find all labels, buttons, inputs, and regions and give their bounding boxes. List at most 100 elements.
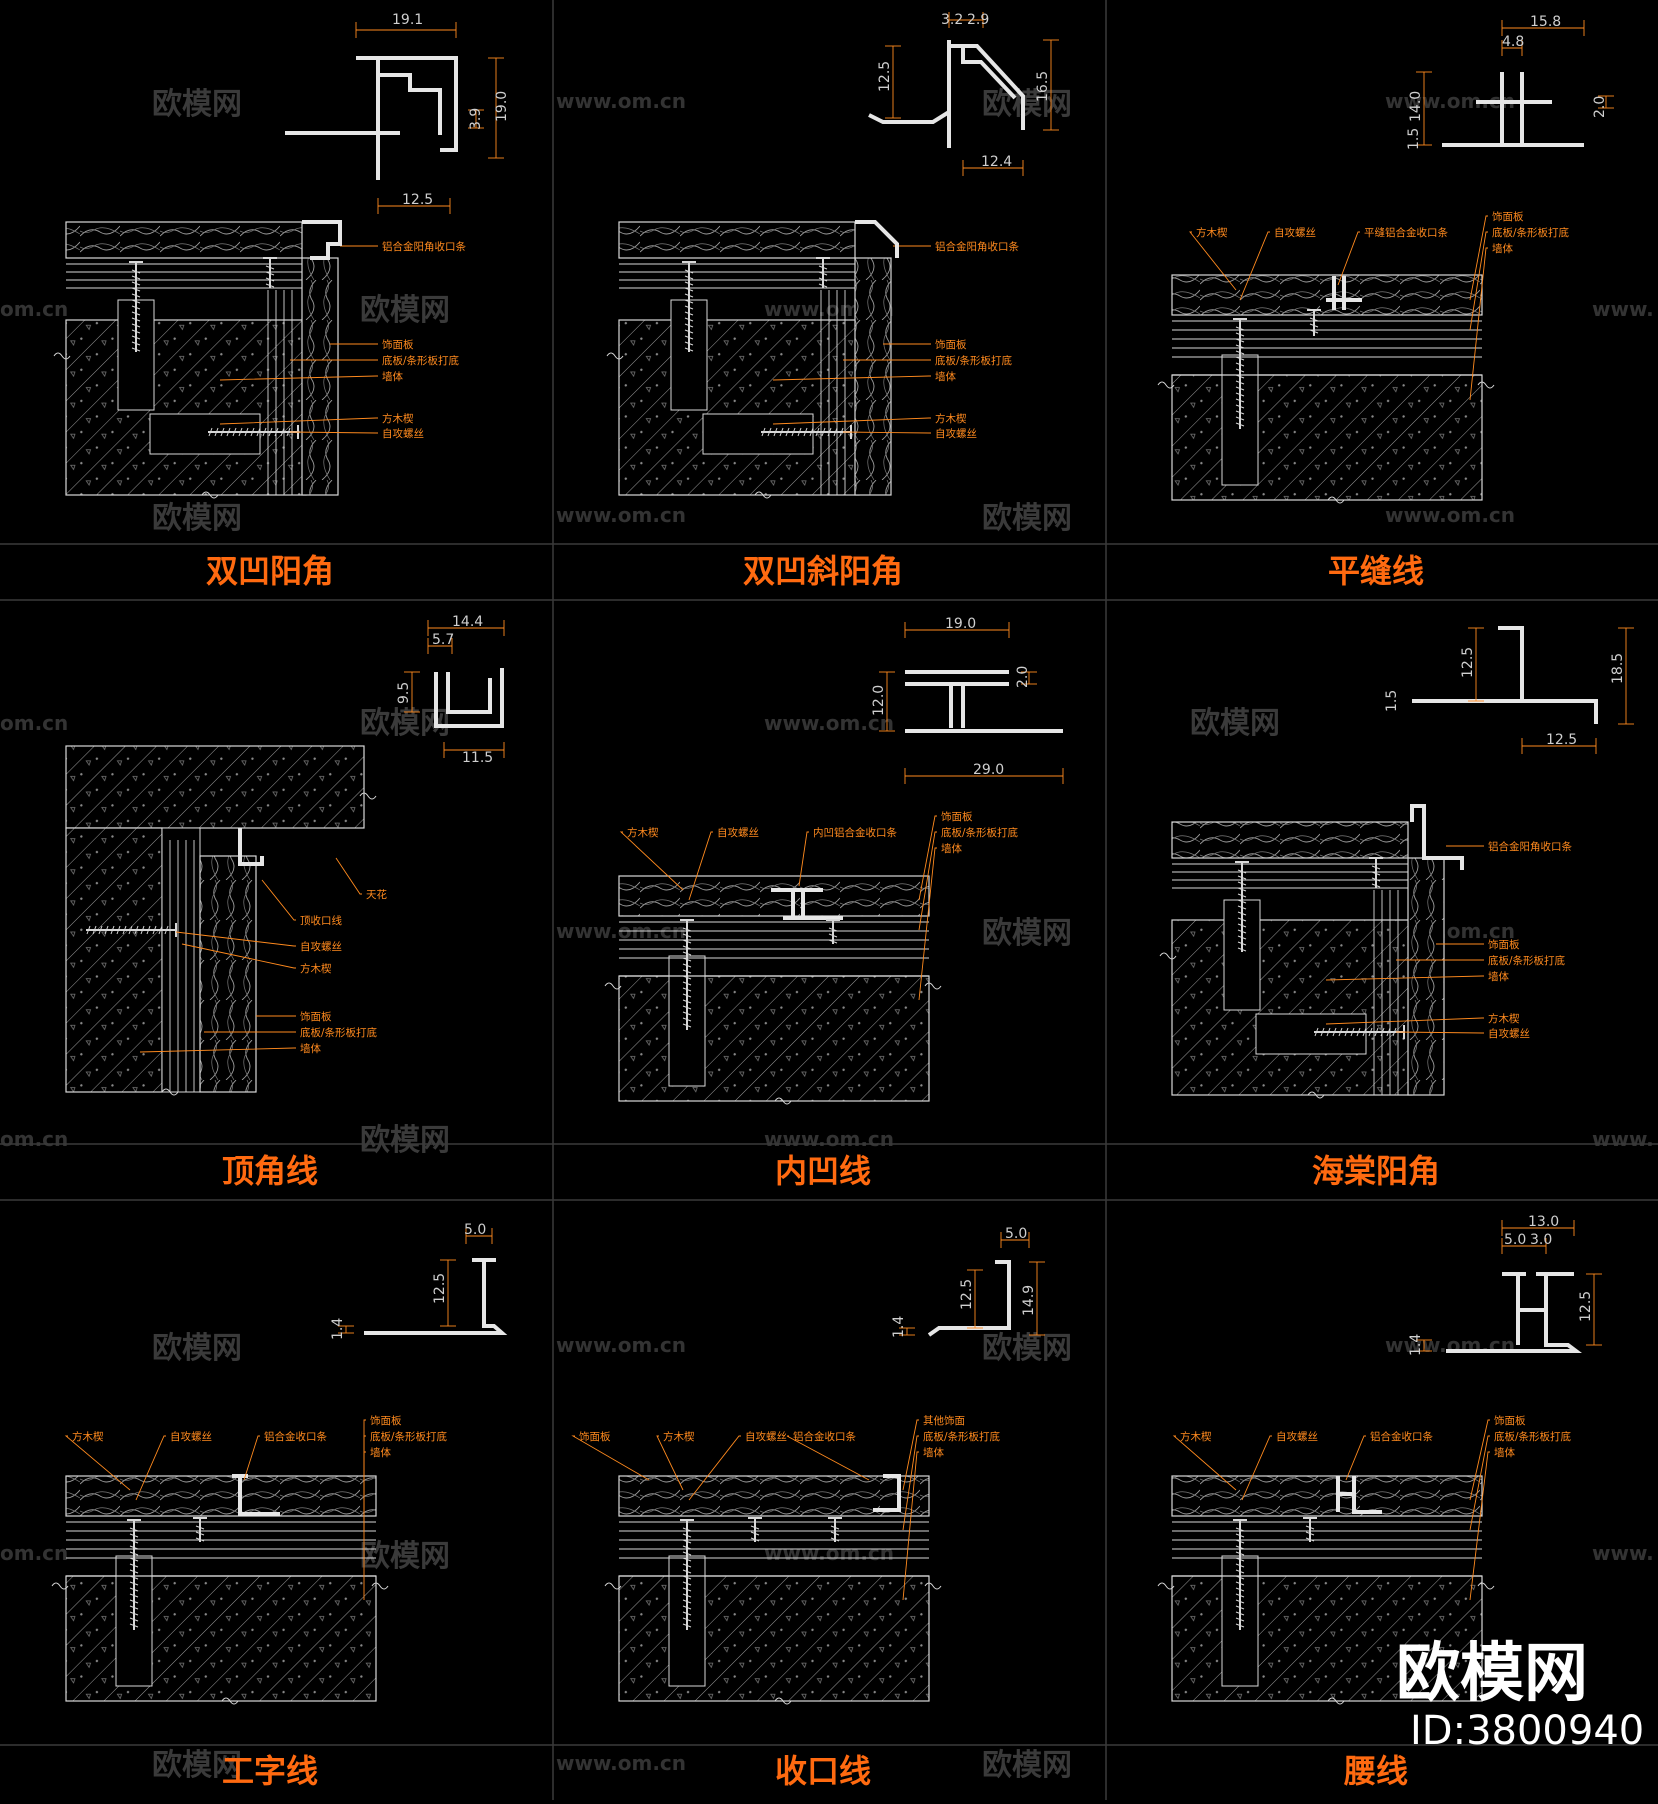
detail-panel: 19.012.02.029.0方木楔自攻螺丝内凹铝合金收口条饰面板底板/条形板打… xyxy=(604,616,1064,1190)
callout-leader xyxy=(571,1435,650,1481)
watermark-url: om.cn xyxy=(0,297,68,321)
screw-thread xyxy=(195,1537,205,1542)
screw xyxy=(828,1517,842,1542)
screw-thread xyxy=(1235,416,1245,421)
screw-thread xyxy=(1235,368,1245,373)
dimension-value: 29.0 xyxy=(973,762,1004,778)
callout-leader xyxy=(175,931,296,947)
screw-thread xyxy=(1235,1545,1245,1550)
callout-label: 顶收口线 xyxy=(300,914,342,927)
screw-thread xyxy=(1371,877,1381,882)
screw-thread xyxy=(839,427,844,437)
break-line xyxy=(604,1582,622,1590)
callout-leader xyxy=(1325,1017,1484,1025)
watermark-cn: 欧模网 xyxy=(982,1331,1072,1366)
profile-outline xyxy=(238,828,264,866)
callout-leader xyxy=(64,1435,131,1491)
callout-label: 底板/条形板打底 xyxy=(1492,226,1570,239)
screw-thread xyxy=(1235,1605,1245,1610)
screw-thread xyxy=(1235,344,1245,349)
screw-thread xyxy=(265,283,275,288)
screw-thread xyxy=(761,427,766,437)
screw-thread xyxy=(158,925,163,935)
screw-thread xyxy=(195,1525,205,1530)
screw-thread xyxy=(682,1527,692,1532)
screw-thread xyxy=(682,969,692,974)
break-line xyxy=(359,792,377,800)
panel-title: 双凹斜阳角 xyxy=(743,552,903,590)
callout-label: 饰面板 xyxy=(370,1414,402,1427)
screw-thread xyxy=(815,427,820,437)
callout-label: 饰面板 xyxy=(1492,210,1524,223)
wood-panel xyxy=(618,221,856,259)
screw-thread xyxy=(134,925,139,935)
callout-label: 底板/条形板打底 xyxy=(1488,954,1566,967)
wall-hatch xyxy=(1171,374,1483,501)
screw-thread xyxy=(1237,911,1247,916)
screw-thread xyxy=(131,335,141,340)
screw-thread xyxy=(1235,1611,1245,1616)
dimension-value: 1.5 xyxy=(1384,690,1400,712)
profile-outline xyxy=(1442,72,1584,147)
callout-leader xyxy=(619,831,684,891)
screw-thread xyxy=(1314,1027,1319,1037)
screw-thread xyxy=(1309,323,1319,328)
callout-label: 铝合金阳角收口条 xyxy=(1488,840,1572,853)
callout-leader xyxy=(1395,1031,1484,1034)
callout-label: 方木楔 xyxy=(1196,226,1228,239)
screw-thread xyxy=(682,999,692,1004)
screw-thread xyxy=(129,1557,139,1562)
panel-title: 收口线 xyxy=(775,1752,871,1790)
screw-thread xyxy=(1237,923,1247,928)
callout-leader xyxy=(688,831,713,901)
callout-label: 饰面板 xyxy=(1494,1414,1526,1427)
break-line xyxy=(51,1582,69,1590)
callout-label: 方木楔 xyxy=(627,826,659,839)
screw-thread xyxy=(684,275,694,280)
callout-leader xyxy=(918,831,937,931)
callout-leader xyxy=(261,879,296,921)
screw-thread xyxy=(129,1533,139,1538)
screw-thread xyxy=(86,925,91,935)
screw-thread xyxy=(1235,350,1245,355)
callout-leader xyxy=(219,417,378,425)
screw-thread xyxy=(250,427,255,437)
profile-outline xyxy=(1326,276,1362,310)
callout-label: 自攻螺丝 xyxy=(745,1430,787,1443)
screw-thread xyxy=(129,1617,139,1622)
screw xyxy=(127,1519,141,1630)
screw-thread xyxy=(98,925,103,935)
break-line xyxy=(53,352,71,360)
screw-thread xyxy=(684,323,694,328)
profile-outline xyxy=(364,1258,508,1335)
screw xyxy=(680,919,694,1030)
screw-thread xyxy=(828,939,838,944)
screw-thread xyxy=(1320,1027,1325,1037)
break-line xyxy=(1159,952,1177,960)
watermark-cn: 欧模网 xyxy=(982,87,1072,122)
watermark-url: www.om.cn xyxy=(1385,1333,1515,1357)
screw-thread xyxy=(1371,883,1381,888)
screw-thread xyxy=(1237,947,1247,952)
screw-thread xyxy=(1235,1593,1245,1598)
break-line xyxy=(924,1582,942,1590)
callout-label: 饰面板 xyxy=(579,1430,611,1443)
screw-thread xyxy=(131,323,141,328)
break-line xyxy=(1157,1582,1175,1590)
screw-thread xyxy=(1235,326,1245,331)
screw-thread xyxy=(122,925,127,935)
screw-thread xyxy=(682,927,692,932)
break-line xyxy=(606,352,624,360)
callout-leader xyxy=(243,1435,260,1481)
wall-hatch xyxy=(65,745,365,829)
callout-label: 方木楔 xyxy=(1180,1430,1212,1443)
panel-title: 海棠阳角 xyxy=(1312,1152,1440,1190)
screw-thread xyxy=(1237,929,1247,934)
wood-panel xyxy=(1171,1475,1483,1517)
callout-leader xyxy=(1469,1435,1490,1531)
screw-thread xyxy=(129,1527,139,1532)
dimension-value: 5.7 xyxy=(432,632,454,648)
screw-thread xyxy=(1235,1581,1245,1586)
callout-label: 饰面板 xyxy=(1488,938,1520,951)
